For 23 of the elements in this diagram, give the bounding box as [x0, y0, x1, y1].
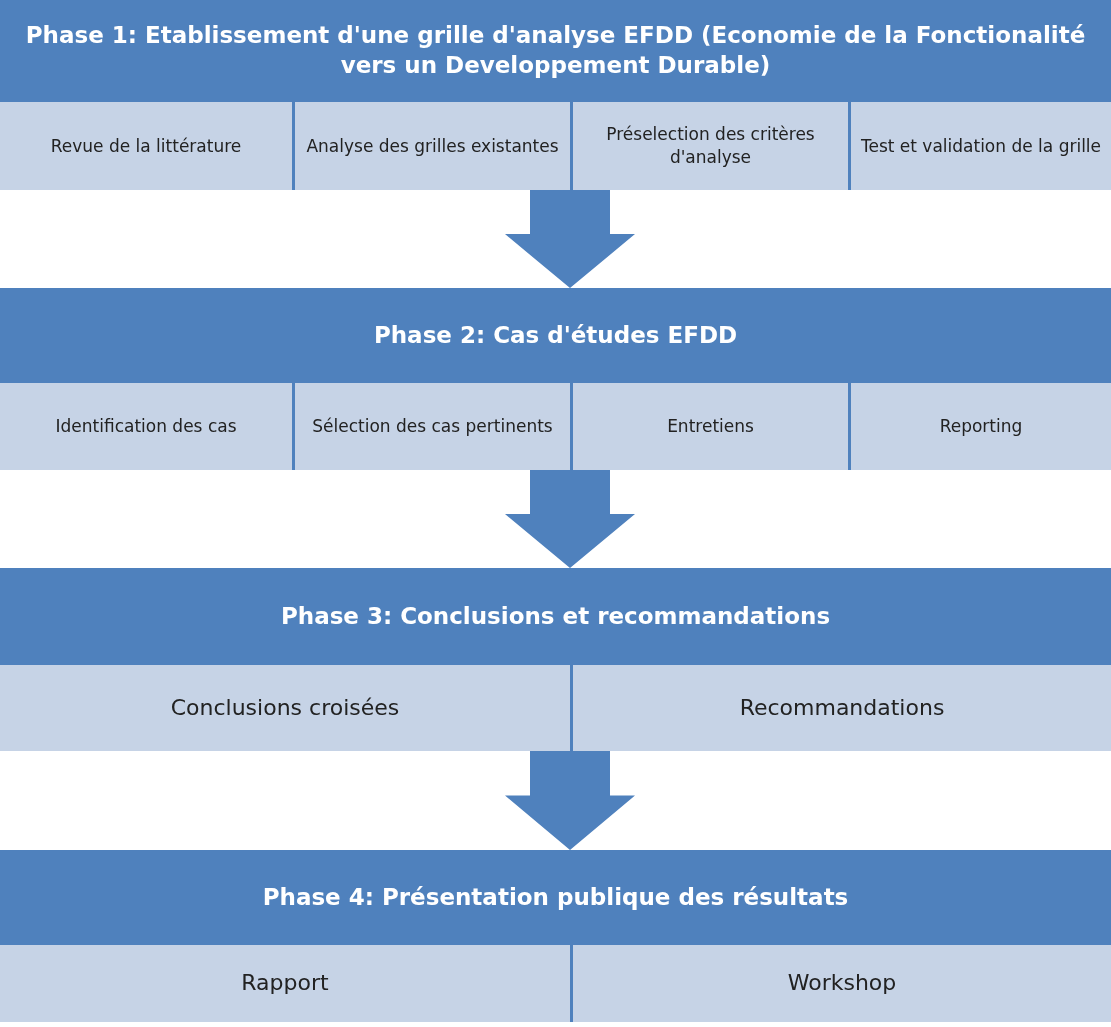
- step-cell: Reporting: [851, 383, 1111, 470]
- step-cell: Test et validation de la grille: [851, 102, 1111, 190]
- step-cell: Entretiens: [573, 383, 848, 470]
- phase-panel: [0, 850, 1111, 1022]
- step-cell: Identification des cas: [0, 383, 292, 470]
- step-cell: Conclusions croisées: [0, 665, 570, 751]
- step-cell: Analyse des grilles existantes: [295, 102, 570, 190]
- phase-panel: [0, 288, 1111, 470]
- down-arrow: [505, 190, 635, 288]
- step-cell: Recommandations: [573, 665, 1111, 751]
- phase-title: Phase 3: Conclusions et recommandations: [280, 601, 831, 631]
- down-arrow: [505, 470, 635, 568]
- phase-panel: [0, 0, 1111, 190]
- step-cell: Préselection des critères d'analyse: [573, 102, 848, 190]
- phase-panel: [0, 568, 1111, 751]
- step-cell: Rapport: [0, 945, 570, 1022]
- down-arrow: [505, 751, 635, 850]
- phase-title: Phase 2: Cas d'études EFDD: [373, 320, 738, 350]
- step-cell: Sélection des cas pertinents: [295, 383, 570, 470]
- step-cell: Workshop: [573, 945, 1111, 1022]
- phase-title: Phase 1: Etablissement d'une grille d'analyse EFDD (Economie de la Fonctionalité vers un Developpement Durable): [24, 21, 1087, 80]
- phase-title: Phase 4: Présentation publique des résultats: [262, 882, 849, 912]
- step-cell: Revue de la littérature: [0, 102, 292, 190]
